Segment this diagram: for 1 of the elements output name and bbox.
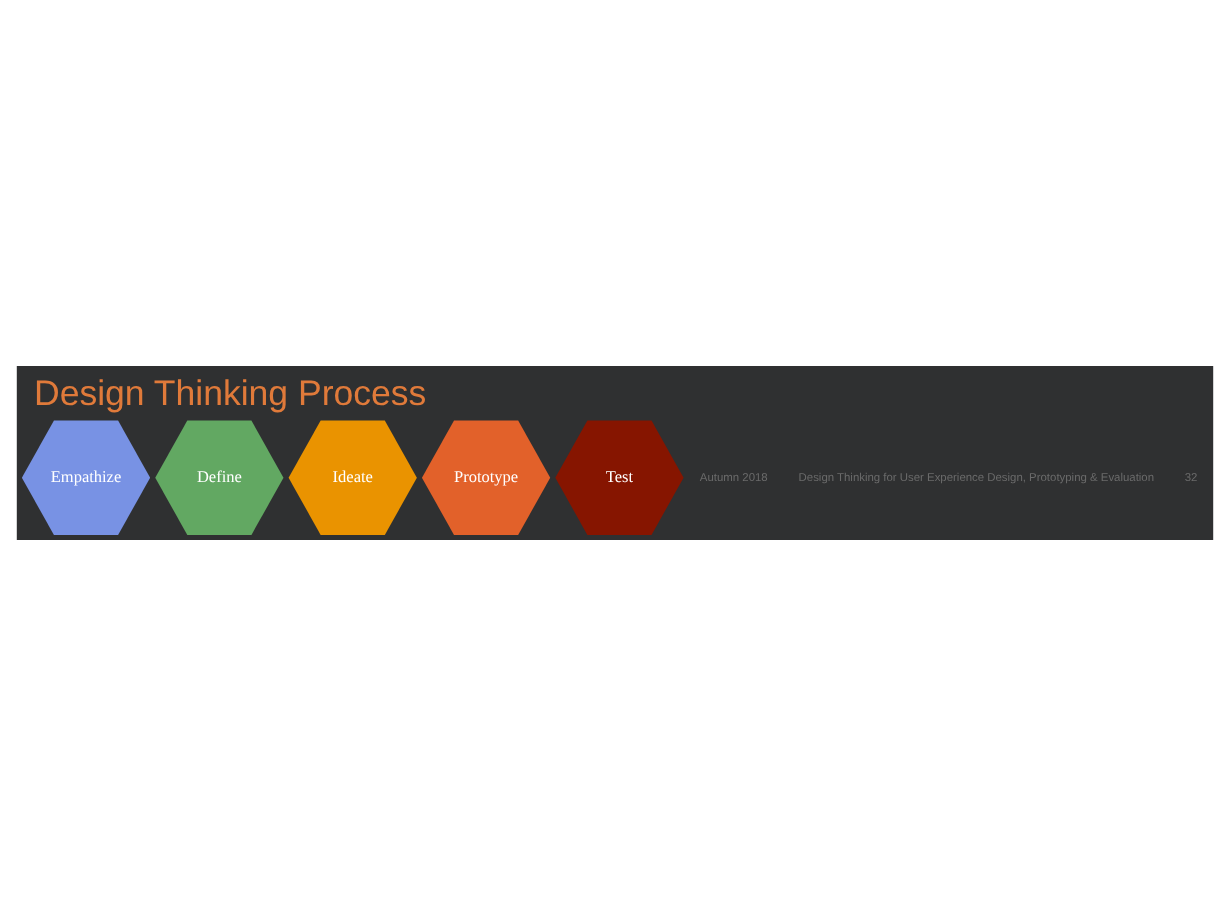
diagram-title: Design Thinking Process	[33, 372, 427, 413]
